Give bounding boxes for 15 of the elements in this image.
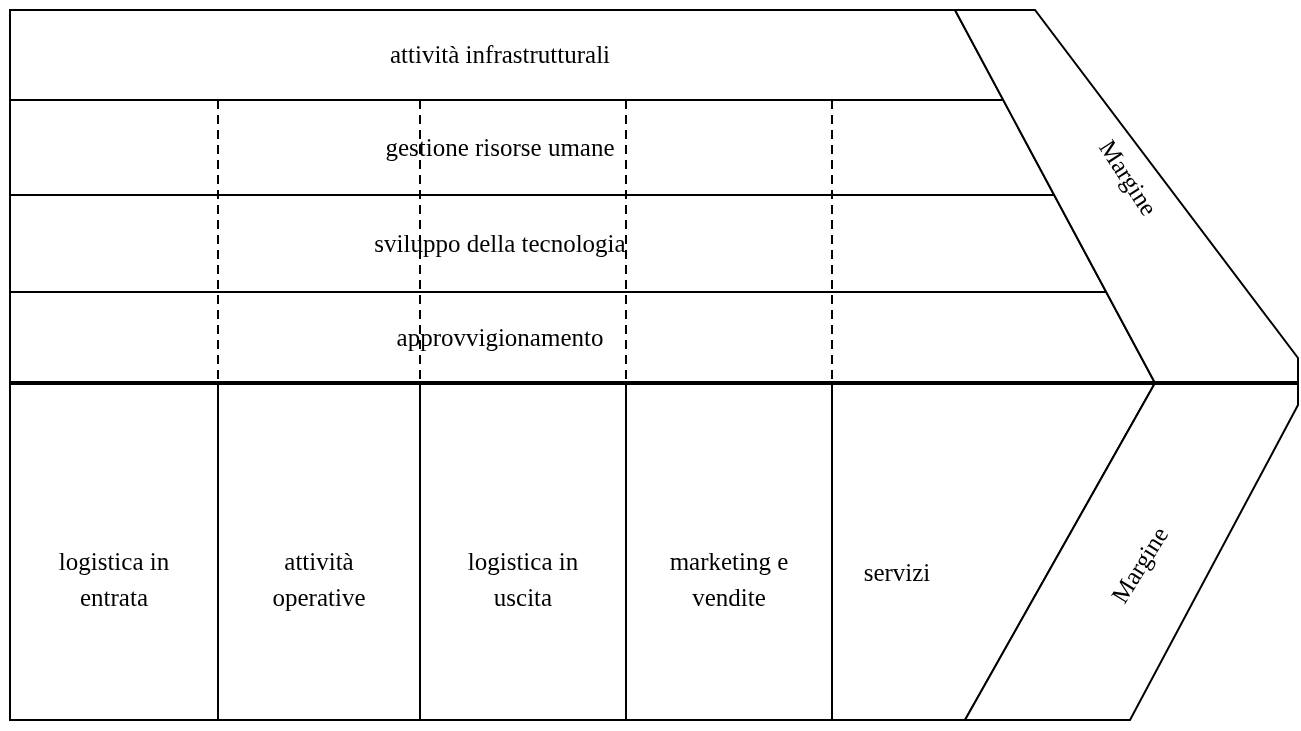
activity-label: approvvigionamento: [395, 322, 605, 353]
support-activity-band: [10, 292, 1155, 383]
primary-activity-column: [10, 383, 218, 720]
activity-label: logistica in entrata: [57, 547, 171, 613]
activity-label: sviluppo della tecnologia: [373, 228, 627, 259]
activity-label: servizi: [862, 558, 932, 588]
support-activity-band: [10, 100, 1055, 195]
activity-label: gestione risorse umane: [384, 132, 616, 163]
margin-band: [965, 383, 1298, 720]
support-activity-band: [10, 10, 1004, 100]
activity-label: attività infrastrutturali: [388, 40, 612, 70]
margin-band: [955, 10, 1298, 383]
activity-label: marketing e vendite: [668, 547, 790, 613]
activity-label: logistica in uscita: [466, 547, 580, 613]
activity-label: attività operative: [271, 547, 367, 613]
